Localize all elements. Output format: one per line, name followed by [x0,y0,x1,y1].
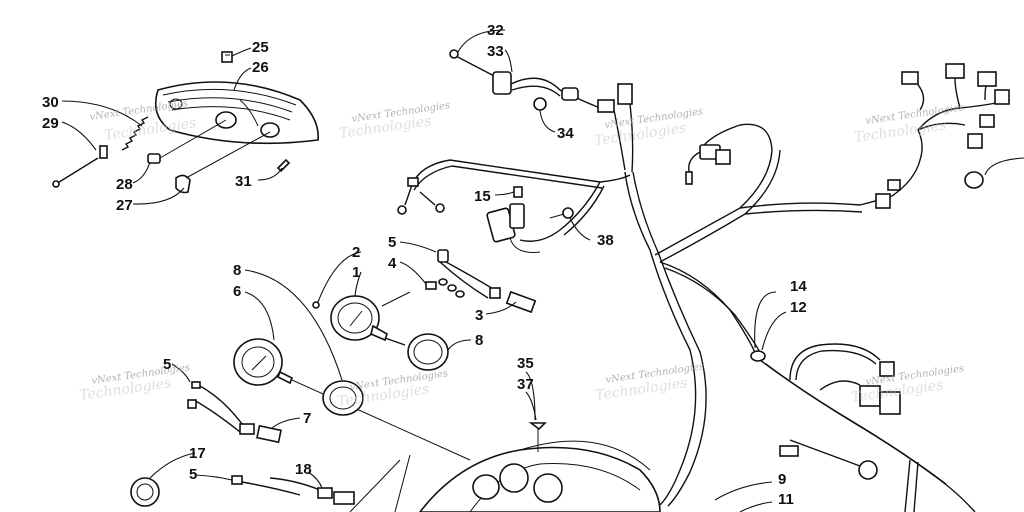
part-label-28: 28 [116,176,133,193]
console-rivet [528,422,547,452]
main-harness-trunk [624,123,976,512]
part-label-18: 18 [295,461,312,478]
taillight-bulb-spring [99,116,149,159]
part-label-8-top: 8 [233,262,241,279]
part-label-33: 33 [487,43,504,60]
part-label-5-bottom: 5 [189,466,197,483]
part-label-8-right: 8 [475,332,483,349]
part-label-30: 30 [42,94,59,111]
part-label-37: 37 [517,376,534,393]
taillight-housing [154,81,319,145]
tach-lamp-harness [187,381,282,444]
taillight-screw [276,158,291,173]
part-label-9: 9 [778,471,786,488]
part-label-26: 26 [252,59,269,76]
right-harness-branch [875,63,1011,209]
gauge-bezel-ring-left [322,380,364,416]
bottom-lamp-harness [130,475,355,507]
watermark-text: Technologies [103,115,197,144]
sensor-connector-group [685,144,731,185]
relay-connector-part [486,186,541,253]
part-label-4: 4 [388,255,397,272]
part-label-7: 7 [303,410,311,427]
part-label-12: 12 [790,299,807,316]
bulb-socket-part [147,119,227,164]
front-harness-branch [779,343,919,512]
part-label-1: 1 [352,264,360,281]
part-labels: 25 26 30 29 28 27 31 32 33 34 15 38 5 4 … [42,22,807,508]
part-label-34: 34 [557,125,574,142]
taillight-rod [52,157,99,188]
dash-console [349,440,661,512]
part-label-17: 17 [189,445,206,462]
part-label-32: 32 [487,22,504,39]
speedometer-gauge [330,291,411,346]
part-label-5-mid: 5 [163,356,171,373]
rear-harness-wires [397,159,631,242]
part-label-38: 38 [597,232,614,249]
part-label-27: 27 [116,197,133,214]
part-label-29: 29 [42,115,59,132]
handlebar-switch-harness [449,49,634,173]
tachometer-gauge [233,338,471,461]
lens-clip-part [221,51,233,63]
gauge-bezel-ring-right [407,333,449,371]
part-label-25: 25 [252,39,269,56]
part-label-14: 14 [790,278,807,295]
wire-clamp-part [175,131,271,194]
part-label-15: 15 [474,188,491,205]
part-label-3: 3 [475,307,483,324]
speedo-lamp-harness [425,249,537,314]
leader-lines [61,29,1024,512]
part-label-6: 6 [233,283,241,300]
speedometer-screw [312,301,320,309]
part-label-5-top: 5 [388,234,396,251]
part-label-31: 31 [235,173,252,190]
grommet-38-part [549,207,574,219]
part-label-35: 35 [517,355,534,372]
part-label-11: 11 [778,491,794,508]
part-label-2: 2 [352,244,360,261]
